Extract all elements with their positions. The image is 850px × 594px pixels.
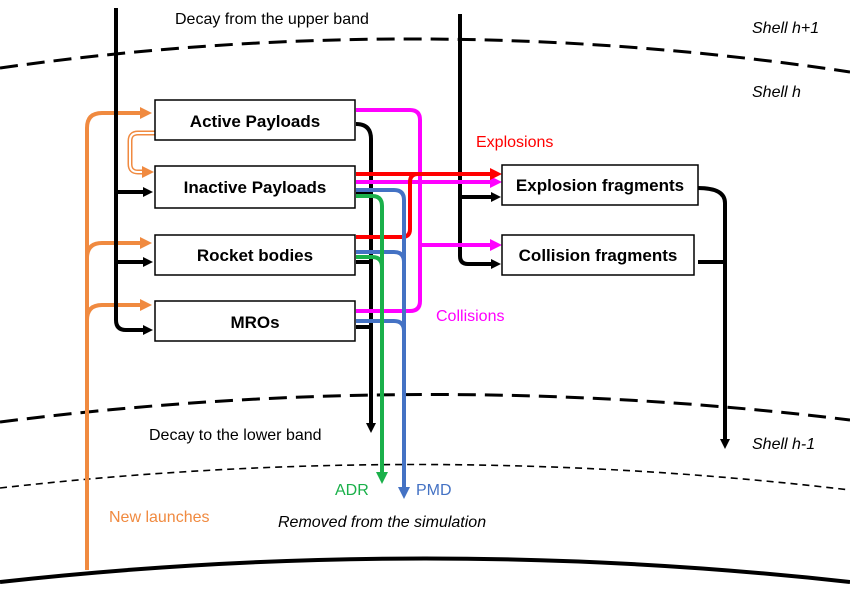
box-rocket-bodies: Rocket bodies (154, 234, 356, 276)
decay-from-upper-right (458, 14, 501, 269)
box-explosion-fragments: Explosion fragments (501, 164, 699, 206)
collisions-flow (356, 108, 502, 313)
planet-surface (0, 556, 850, 584)
decay-from-upper-left (114, 8, 153, 335)
shell-upper-label: Shell h+1 (752, 20, 819, 37)
shell-lower-label: Shell h-1 (752, 436, 815, 453)
simulation-boundary (0, 463, 850, 491)
box-collision-fragments: Collision fragments (501, 234, 695, 276)
decay-to-lower-objects (355, 122, 376, 433)
box-explosion-fragments-label: Explosion fragments (516, 176, 684, 195)
new-launches-label: New launches (109, 509, 210, 526)
decay-upper-label: Decay from the upper band (175, 11, 369, 28)
box-active-payloads: Active Payloads (154, 99, 356, 141)
collisions-label: Collisions (436, 308, 504, 325)
explosions-label: Explosions (476, 134, 553, 151)
decay-to-lower-fragments (697, 186, 730, 449)
box-inactive-payloads-label: Inactive Payloads (184, 178, 327, 197)
active-to-inactive-transition (127, 130, 155, 175)
box-inactive-payloads: Inactive Payloads (154, 165, 356, 209)
box-active-payloads-label: Active Payloads (190, 112, 320, 131)
box-mros-label: MROs (230, 313, 279, 332)
shell-current-label: Shell h (752, 84, 801, 101)
shell-boundary-upper (0, 37, 850, 74)
adr-flow (356, 194, 388, 484)
adr-label: ADR (335, 482, 369, 499)
pmd-label: PMD (416, 482, 452, 499)
removed-label: Removed from the simulation (278, 514, 486, 531)
decay-lower-label: Decay to the lower band (149, 427, 322, 444)
box-collision-fragments-label: Collision fragments (519, 246, 678, 265)
pmd-flow (356, 188, 410, 499)
box-rocket-bodies-label: Rocket bodies (197, 246, 313, 265)
box-mros: MROs (154, 300, 356, 342)
new-launches-flow (85, 107, 152, 570)
shell-boundary-lower (0, 393, 850, 424)
